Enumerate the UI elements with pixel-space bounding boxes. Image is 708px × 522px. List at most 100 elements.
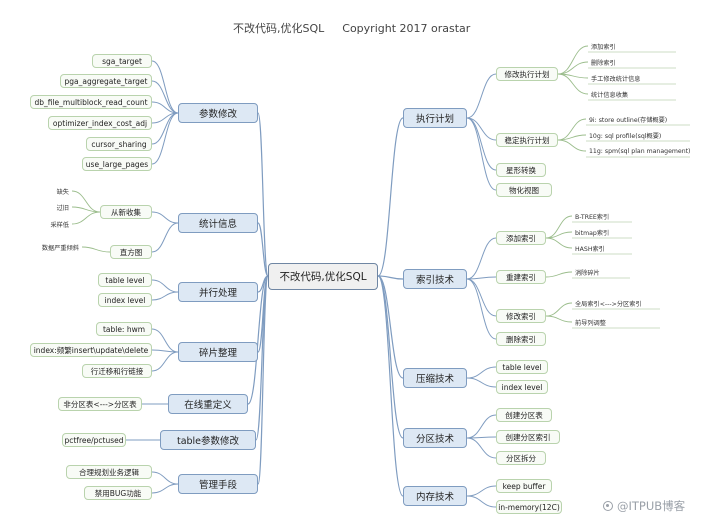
main-topic-defrag[interactable]: 碎片整理 (178, 342, 258, 362)
sub-topic[interactable]: 稳定执行计划 (496, 133, 558, 147)
main-topic-online-redefinition[interactable]: 在线重定义 (168, 394, 248, 414)
main-topic-partitioning[interactable]: 分区技术 (403, 428, 467, 448)
connector-line (151, 211, 179, 224)
center-topic[interactable]: 不改代码,优化SQL (268, 263, 378, 290)
leaf-item: 采样低 (50, 221, 69, 229)
connector-line (545, 315, 573, 323)
watermark-text: @ITPUB博客 (617, 499, 686, 513)
connector-line (151, 112, 179, 165)
leaf-item: 数据严重倾斜 (41, 244, 79, 252)
sub-topic[interactable]: table: hwm (96, 322, 152, 336)
title-copyright: Copyright 2017 orastar (342, 22, 471, 35)
sub-topic[interactable]: 从新收集 (100, 205, 152, 219)
connector-line (545, 271, 573, 278)
connector-line (151, 101, 179, 114)
connector-line (257, 222, 269, 277)
watermark: @ITPUB博客 (603, 498, 685, 514)
leaf-item: bitmap索引 (575, 229, 610, 237)
sub-topic[interactable]: cursor_sharing (86, 137, 152, 151)
sub-topic[interactable]: 修改执行计划 (496, 67, 558, 81)
leaf-item: 添加索引 (591, 43, 616, 51)
connector-line (557, 139, 587, 152)
connector-line (151, 60, 179, 114)
sub-topic[interactable]: index level (496, 380, 548, 394)
connector-line (466, 366, 497, 379)
itpub-logo-icon (603, 501, 613, 511)
connector-line (466, 117, 497, 171)
main-topic-param-change[interactable]: 参数修改 (178, 103, 258, 123)
sub-topic[interactable]: table level (98, 273, 152, 287)
leaf-item: 前导列调整 (575, 319, 606, 327)
leaf-item: 9i: store outline(存储概要) (589, 116, 668, 124)
connector-line (466, 485, 497, 497)
connector-line (557, 61, 589, 75)
sub-topic[interactable]: 修改索引 (496, 309, 546, 323)
sub-topic[interactable]: 创建分区索引 (496, 430, 560, 444)
connector-line (151, 351, 179, 372)
sub-topic[interactable]: pctfree/pctused (62, 433, 126, 447)
connector-line (545, 237, 573, 249)
connector-line (151, 328, 179, 353)
sub-topic[interactable]: in-memory(12C) (496, 500, 562, 514)
connector-line (557, 118, 587, 141)
leaf-item: B-TREE索引 (575, 213, 610, 221)
connector-line (466, 495, 497, 508)
sub-topic[interactable]: use_large_pages (82, 157, 152, 171)
sub-topic[interactable]: table level (496, 360, 548, 374)
main-topic-memory[interactable]: 内存技术 (403, 486, 467, 506)
connector-line (545, 302, 573, 317)
connector-line (466, 117, 497, 191)
main-topic-execution-plan[interactable]: 执行计划 (403, 108, 467, 128)
sub-topic[interactable]: optimizer_index_cost_adj (48, 116, 152, 130)
title-text: 不改代码,优化SQL (233, 22, 325, 35)
sub-topic[interactable]: db_file_multiblock_read_count (30, 95, 152, 109)
sub-topic[interactable]: 禁用BUG功能 (84, 486, 152, 500)
sub-topic[interactable]: 非分区表<--->分区表 (58, 397, 142, 411)
connector-line (557, 73, 589, 95)
connector-line (466, 237, 497, 280)
connector-line (257, 112, 269, 277)
leaf-item: 缺失 (56, 188, 69, 196)
main-topic-compression[interactable]: 压缩技术 (403, 368, 467, 388)
main-topic-parallel[interactable]: 并行处理 (178, 282, 258, 302)
connector-line (466, 437, 497, 459)
sub-topic[interactable]: 添加索引 (496, 231, 546, 245)
sub-topic[interactable]: index:频繁insert\update\delete (30, 343, 152, 357)
connector-line (466, 276, 497, 280)
sub-topic[interactable]: 合理规划业务逻辑 (66, 465, 152, 479)
connector-line (466, 278, 497, 340)
connector-line (81, 246, 111, 253)
connector-line (377, 117, 404, 277)
sub-topic[interactable]: 星形转换 (496, 163, 546, 177)
sub-topic[interactable]: 直方图 (110, 245, 152, 259)
sub-topic[interactable]: 删除索引 (496, 332, 546, 346)
sub-topic[interactable]: 行迁移和行链接 (82, 364, 152, 378)
sub-topic[interactable]: sga_target (92, 54, 152, 68)
sub-topic[interactable]: pga_aggregate_target (60, 74, 152, 88)
leaf-item: 消除碎片 (575, 269, 600, 277)
leaf-item: 手工修改统计信息 (591, 75, 641, 83)
leaf-item: 统计信息收集 (591, 91, 629, 99)
connector-line (545, 215, 573, 239)
connector-line (151, 483, 179, 494)
sub-topic[interactable]: index level (98, 293, 152, 307)
leaf-item: HASH索引 (575, 245, 605, 253)
sub-topic[interactable]: 重建索引 (496, 270, 546, 284)
leaf-item: 11g: spm(sql plan management) (589, 147, 691, 155)
sub-topic[interactable]: 物化视图 (496, 183, 552, 197)
main-topic-index-tech[interactable]: 索引技术 (403, 269, 467, 289)
sub-topic[interactable]: 分区拆分 (496, 451, 546, 465)
connector-line (71, 211, 101, 225)
connector-line (466, 414, 497, 439)
sub-topic[interactable]: 创建分区表 (496, 408, 552, 422)
main-topic-statistics[interactable]: 统计信息 (178, 213, 258, 233)
connector-line (557, 45, 589, 75)
connector-line (377, 275, 404, 497)
sub-topic[interactable]: keep buffer (496, 479, 552, 493)
connector-line (151, 279, 179, 293)
connector-line (247, 275, 269, 405)
diagram-title: 不改代码,优化SQL Copyright 2017 orastar (233, 20, 470, 36)
main-topic-table-params[interactable]: table参数修改 (160, 430, 256, 450)
main-topic-management[interactable]: 管理手段 (178, 474, 258, 494)
